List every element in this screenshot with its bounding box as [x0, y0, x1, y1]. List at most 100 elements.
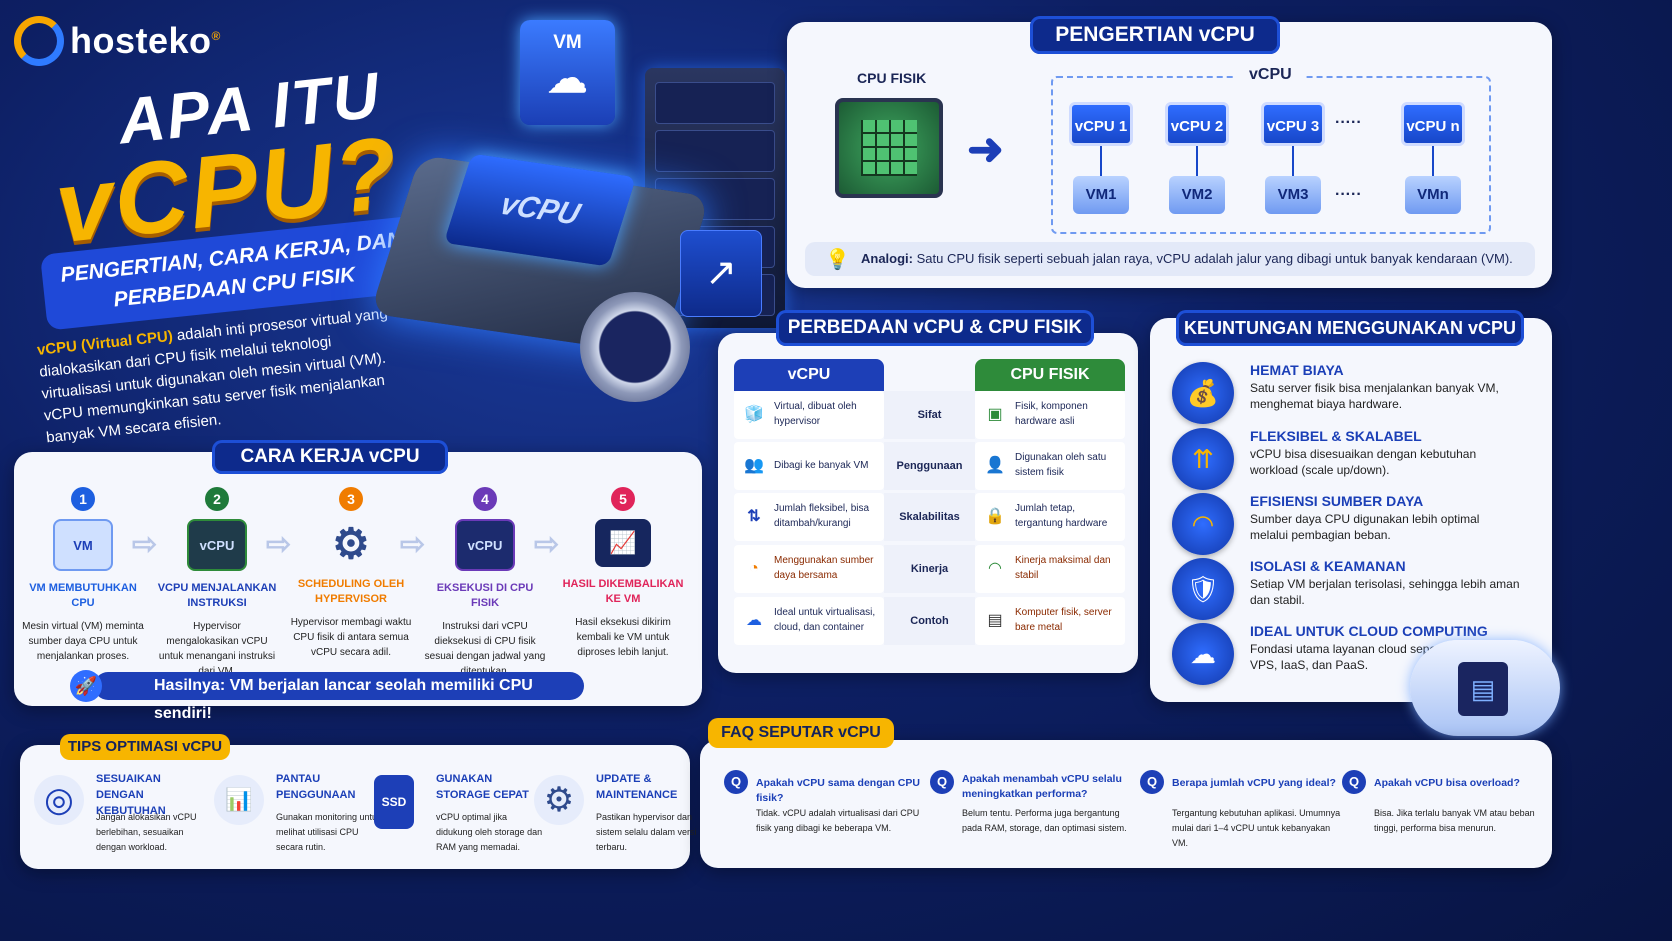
analogy-body: Satu CPU fisik seperti sebuah jalan raya…	[913, 251, 1513, 266]
cmp-criteria: Sifat	[884, 391, 975, 439]
perbedaan-panel: vCPU CPU FISIK 🧊Virtual, dibuat oleh hyp…	[718, 333, 1138, 673]
cpu-chip-icon: vCPU	[455, 519, 515, 571]
brand-logo: hosteko®	[70, 20, 221, 62]
faq-answer: Tergantung kebutuhan aplikasi. Umumnya m…	[1172, 808, 1341, 848]
step-4: 4 vCPU EKSEKUSI DI CPU FISIK Instruksi d…	[424, 487, 546, 679]
cmp-criteria: Penggunaan	[884, 442, 975, 490]
comparison-row: 👥Dibagi ke banyak VM Penggunaan 👤Digunak…	[734, 442, 1125, 492]
col-vcpu-header: vCPU	[734, 359, 884, 391]
question-icon: Q	[724, 770, 748, 794]
cmp-criteria: Contoh	[884, 597, 975, 645]
cpu-fisik-chip-icon	[835, 98, 943, 198]
comparison-row: ☁ Ideal untuk virtualisasi, cloud, dan co…	[734, 597, 1125, 647]
faq-title: FAQ SEPUTAR vCPU	[708, 718, 894, 748]
col-cpu-fisik-header: CPU FISIK	[975, 359, 1125, 391]
arrow-right-icon: ➜	[967, 125, 1004, 174]
vm-card-label: VM	[553, 32, 582, 53]
connector	[1432, 146, 1434, 176]
cmp-right: Kinerja maksimal dan stabil	[1015, 555, 1111, 581]
ellipsis: ·····	[1335, 114, 1362, 131]
step-desc: Hypervisor membagi waktu CPU fisik di an…	[290, 617, 412, 658]
speedometer-icon	[580, 292, 690, 402]
cmp-right: Fisik, komponen hardware asli	[1015, 401, 1088, 427]
benefit-title: EFISIENSI SUMBER DAYA	[1250, 493, 1424, 509]
gauge-icon: ◠	[988, 560, 1002, 577]
tip-desc: vCPU optimal jika didukung oleh storage …	[436, 812, 543, 852]
cpu-fisik-label: CPU FISIK	[857, 70, 927, 86]
gear-icon: ⚙	[332, 519, 370, 567]
up-down-arrows-icon: ⇅	[747, 508, 761, 525]
benefit-item: 🛡 ISOLASI & KEAMANAN Setiap VM berjalan …	[1172, 558, 1542, 622]
pengertian-panel: CPU FISIK ➜ vCPU vCPU 1 vCPU 2 vCPU 3 ··…	[787, 22, 1552, 288]
tip-title: UPDATE & MAINTENANCE	[596, 773, 678, 801]
users-icon: 👥	[744, 457, 764, 474]
arrow-right-icon: ⇨	[266, 528, 292, 561]
keuntungan-title: KEUNTUNGAN MENGGUNAKAN vCPU	[1176, 310, 1524, 346]
cloud-icon: ☁	[746, 612, 762, 629]
analogy-bar: 💡 Analogi: Satu CPU fisik seperti sebuah…	[805, 242, 1535, 276]
benefit-title: HEMAT BIAYA	[1250, 362, 1344, 378]
monitor-icon: 📊	[214, 775, 264, 825]
growth-chart-icon: ↗	[680, 230, 762, 317]
comparison-row: 🧊Virtual, dibuat oleh hypervisor Sifat ▣…	[734, 391, 1125, 441]
lightbulb-icon: 💡	[825, 249, 850, 271]
faq-panel: Q Apakah vCPU sama dengan CPU fisik? Tid…	[700, 740, 1552, 868]
brand-name: hosteko	[70, 20, 212, 61]
step-desc: Hasil eksekusi dikirim kembali ke VM unt…	[575, 617, 671, 658]
benefit-item: ⇈ FLEKSIBEL & SKALABEL vCPU bisa disesua…	[1172, 428, 1542, 492]
cmp-criteria: Skalabilitas	[884, 493, 975, 541]
vm-box: VM3	[1265, 176, 1321, 214]
step-title: EKSEKUSI DI CPU FISIK	[436, 582, 534, 609]
pie-chart-icon: ◔	[749, 560, 759, 577]
question-icon: Q	[930, 770, 954, 794]
step-title: HASIL DIKEMBALIKAN KE VM	[562, 578, 684, 605]
user-icon: 👤	[985, 457, 1005, 474]
connector	[1292, 146, 1294, 176]
keuntungan-panel: 💰 HEMAT BIAYA Satu server fisik bisa men…	[1150, 318, 1552, 702]
arrow-right-icon: ⇨	[400, 528, 426, 561]
chip-icon: ▣	[987, 406, 1003, 423]
cmp-left: Jumlah fleksibel, bisa ditambah/kurangi	[774, 503, 870, 529]
connector	[1196, 146, 1198, 176]
step-number: 2	[205, 487, 229, 511]
cmp-right: Komputer fisik, server bare metal	[1015, 607, 1112, 633]
vcpu-box: vCPU n	[1401, 102, 1465, 146]
benefit-desc: Fondasi utama layanan cloud seperti VPS,…	[1250, 642, 1447, 672]
faq-question: Berapa jumlah vCPU yang ideal?	[1172, 777, 1336, 789]
server-icon: ▤	[987, 612, 1003, 629]
tip-title: PANTAU PENGGUNAAN	[276, 773, 356, 801]
vm-window-icon: VM	[53, 519, 113, 571]
cara-kerja-title: CARA KERJA vCPU	[212, 440, 448, 474]
vcpu-box: vCPU 3	[1261, 102, 1325, 146]
question-icon: Q	[1140, 770, 1164, 794]
step-desc: Instruksi dari vCPU dieksekusi di CPU fi…	[424, 621, 546, 677]
vcpu-box: vCPU 2	[1165, 102, 1229, 146]
result-banner: Hasilnya: VM berjalan lancar seolah memi…	[94, 672, 584, 722]
step-2: 2 vCPU vCPU MENJALANKAN INSTRUKSI Hyperv…	[156, 487, 278, 679]
step-number: 3	[339, 487, 363, 511]
faq-answer: Tidak. vCPU adalah virtualisasi dari CPU…	[756, 808, 920, 833]
pengertian-title: PENGERTIAN vCPU	[1030, 16, 1280, 54]
benefit-title: IDEAL UNTUK CLOUD COMPUTING	[1250, 623, 1488, 639]
shield-icon: 🛡	[1172, 558, 1234, 620]
cloud-server-illustration: ▤	[1410, 640, 1560, 736]
tips-panel: ◎ SESUAIKAN DENGAN KEBUTUHAN Jangan alok…	[20, 745, 697, 869]
tip-desc: Gunakan monitoring untuk melihat utilisa…	[276, 812, 382, 852]
benefit-item: 💰 HEMAT BIAYA Satu server fisik bisa men…	[1172, 362, 1542, 426]
benefit-desc: vCPU bisa disesuaikan dengan kebutuhan w…	[1250, 447, 1477, 477]
step-title: vCPU MENJALANKAN INSTRUKSI	[157, 582, 277, 609]
ssd-icon: SSD	[374, 775, 414, 829]
step-1: 1 VM VM MEMBUTUHKAN CPU Mesin virtual (V…	[22, 487, 144, 664]
cmp-left: Ideal untuk virtualisasi, cloud, dan con…	[774, 607, 876, 633]
cloud-icon: ☁	[547, 57, 588, 101]
vm-cloud-card: VM ☁	[520, 20, 615, 125]
target-icon: ◎	[34, 775, 84, 825]
hero-desc-text: adalah inti prosesor virtual yang dialok…	[38, 305, 389, 447]
perbedaan-title: PERBEDAAN vCPU & CPU FISIK	[776, 310, 1094, 346]
coins-icon: 💰	[1172, 362, 1234, 424]
benefit-item: ☁ IDEAL UNTUK CLOUD COMPUTING Fondasi ut…	[1172, 623, 1542, 687]
benefit-desc: Setiap VM berjalan terisolasi, sehingga …	[1250, 577, 1520, 607]
cloud-icon: ☁	[1172, 623, 1234, 685]
tip-desc: Pastikan hypervisor dan sistem selalu da…	[596, 812, 697, 852]
cmp-left: Dibagi ke banyak VM	[774, 460, 869, 471]
